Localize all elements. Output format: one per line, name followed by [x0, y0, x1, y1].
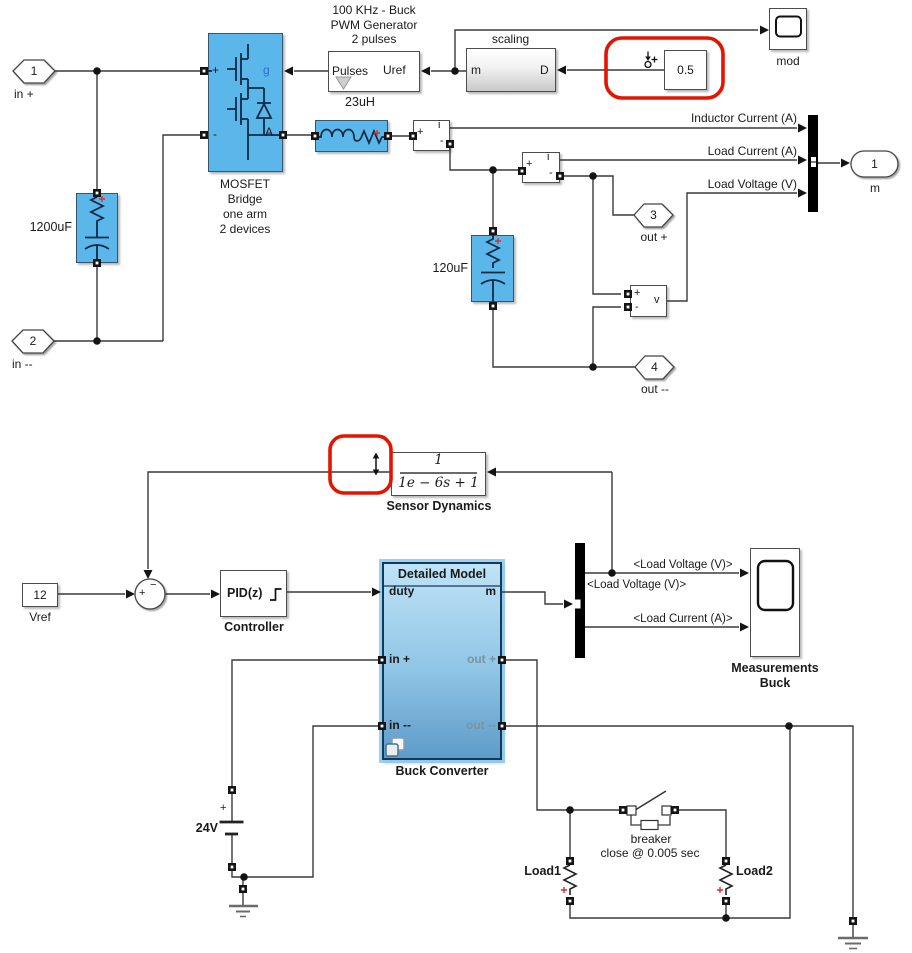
- signal-load-voltage-branch: <Load Voltage (V)>: [587, 579, 687, 591]
- inport-1-number: 1: [30, 64, 38, 78]
- vsensor-minus: -: [635, 301, 639, 313]
- buck-port-in-minus: in --: [389, 718, 411, 732]
- scaling-block-label: scaling: [491, 32, 530, 46]
- controller-label: Controller: [224, 620, 284, 634]
- duty-constant-value: 0.5: [677, 62, 694, 77]
- load-resistor-icon: [562, 864, 734, 895]
- mosfet-port-plus: +: [212, 63, 220, 77]
- sensor-dynamics-label: Sensor Dynamics: [386, 499, 492, 513]
- vsensor-v: v: [654, 294, 660, 306]
- outport-3-number: 3: [650, 208, 657, 222]
- mod-scope-label: mod: [776, 54, 800, 68]
- sensor-numerator: 1: [434, 452, 443, 468]
- top-diagram-wires[interactable]: [54, 29, 840, 368]
- scaling-port-m: m: [471, 63, 481, 77]
- signal-load-voltage-top: <Load Voltage (V)>: [633, 559, 733, 571]
- isensor2-plus: +: [526, 158, 533, 170]
- buck-port-out-minus: out --: [466, 718, 496, 732]
- inductor-block[interactable]: [315, 120, 388, 152]
- signal-load-current: Load Current (A): [707, 144, 797, 158]
- sensor-denominator: 1e − 6s + 1: [398, 475, 479, 491]
- load1-label: Load1: [524, 864, 561, 878]
- buck-port-out-plus: out +: [467, 652, 496, 666]
- buck-title: Detailed Model: [397, 567, 487, 581]
- breaker-label-line2: close @ 0.005 sec: [600, 846, 700, 860]
- isensor2-i: i: [547, 151, 550, 163]
- isensor1-minus: -: [440, 135, 444, 147]
- cap-120uf-label: 120uF: [432, 261, 468, 275]
- mosfet-port-a: A: [265, 125, 274, 139]
- pwm-port-uref: Uref: [383, 63, 406, 77]
- outport-4-label: out --: [640, 382, 669, 396]
- duty-constant-block[interactable]: 0.5: [664, 50, 707, 90]
- mosfet-port-minus: -: [213, 127, 217, 141]
- sum-minus-sign: −: [150, 579, 157, 591]
- inductor-label: 23uH: [345, 95, 375, 109]
- outport-4-number: 4: [651, 360, 658, 374]
- inport-1-label: in +: [14, 87, 34, 101]
- buck-port-m: m: [485, 584, 496, 598]
- ground-symbol[interactable]: [229, 904, 258, 918]
- cap-1200uf-label: 1200uF: [29, 220, 72, 234]
- pwm-port-pulses: Pulses: [332, 64, 369, 78]
- mosfet-port-gate: g: [263, 63, 270, 77]
- bus-selector-bar[interactable]: [575, 543, 585, 658]
- inport-2-label: in --: [12, 357, 33, 371]
- outport-m-number: 1: [871, 157, 878, 171]
- vref-label: Vref: [29, 610, 51, 624]
- battery-plus-sign: +: [220, 802, 227, 814]
- breaker-label-line1: breaker: [630, 832, 672, 846]
- ground-symbol[interactable]: [838, 936, 868, 950]
- isensor2-minus: -: [549, 167, 553, 179]
- buck-converter-label: Buck Converter: [395, 764, 489, 778]
- outport-3-label: out +: [640, 230, 668, 244]
- red-highlight-sensor[interactable]: [328, 434, 393, 495]
- resize-arrow-icon: [372, 452, 380, 476]
- cap-1200uf-block[interactable]: [76, 193, 118, 263]
- signal-load-current-bottom: <Load Current (A)>: [633, 613, 733, 625]
- outport-m-label: m: [870, 181, 880, 195]
- vsensor-plus: +: [634, 287, 641, 299]
- scaling-port-d: D: [540, 63, 549, 77]
- battery-symbol[interactable]: [219, 820, 244, 836]
- pid-block-text: PID(z): [227, 586, 263, 600]
- battery-label: 24V: [195, 821, 218, 835]
- signal-annotation-icon: [644, 51, 658, 69]
- breaker-symbol[interactable]: [626, 790, 672, 831]
- isensor1-plus: +: [417, 126, 424, 138]
- measurements-scope-block[interactable]: [750, 548, 800, 657]
- load2-label: Load2: [736, 864, 773, 878]
- buck-port-duty: duty: [389, 584, 415, 598]
- vref-value: 12: [33, 587, 47, 602]
- isensor1-i: i: [438, 119, 441, 131]
- signal-load-voltage: Load Voltage (V): [707, 177, 797, 191]
- sum-plus-sign: +: [139, 587, 146, 599]
- vref-constant-block[interactable]: 12: [22, 583, 58, 607]
- buck-port-in-plus: in +: [389, 652, 411, 666]
- inport-2-number: 2: [29, 334, 37, 348]
- cap-120uf-block[interactable]: [471, 235, 514, 302]
- mosfet-bridge-block[interactable]: [208, 33, 283, 172]
- signal-inductor-current: Inductor Current (A): [690, 111, 797, 125]
- mux-bar[interactable]: [808, 115, 818, 212]
- mod-scope-block[interactable]: [769, 8, 807, 50]
